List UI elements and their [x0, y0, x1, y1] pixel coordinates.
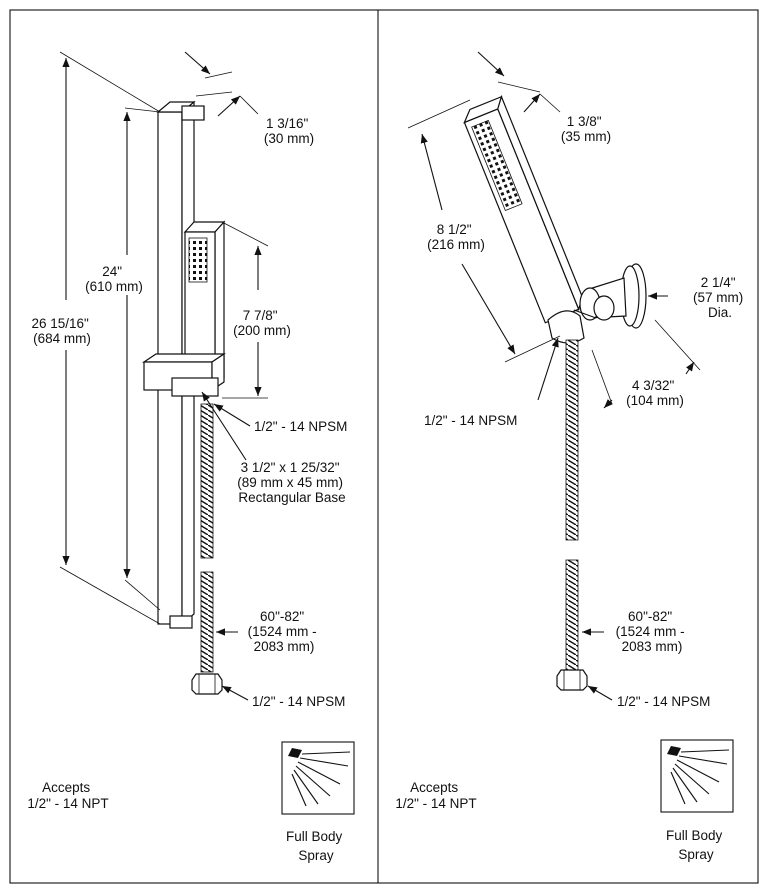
right-dimensions — [407, 51, 701, 701]
left-dim-handshower-length: 7 7/8" (200 mm) — [233, 308, 291, 338]
left-spray-label: Full Body Spray — [286, 829, 346, 863]
right-handshower — [463, 94, 583, 324]
right-hose-nut — [556, 669, 588, 691]
left-dim-total-length: 26 15/16" (684 mm) — [31, 316, 92, 346]
spray-face — [188, 237, 208, 283]
right-connection-top: 1/2" - 14 NPSM — [424, 413, 517, 428]
right-full-body-spray-icon — [660, 739, 734, 813]
left-dim-bar-length: 24" (610 mm) — [85, 264, 143, 294]
left-dim-width: 1 3/16" (30 mm) — [264, 116, 314, 146]
left-panel-slide-bar — [142, 100, 226, 695]
page-frame — [9, 9, 759, 884]
right-hose-length: 60"-82" (1524 mm - 2083 mm) — [616, 609, 689, 654]
right-accepts: Accepts 1/2" - 14 NPT — [395, 780, 476, 811]
left-full-body-spray-icon — [281, 741, 355, 815]
right-hose-upper — [565, 339, 579, 541]
left-dimensions — [59, 51, 269, 701]
right-spray-label: Full Body Spray — [666, 828, 726, 862]
right-dim-handshower-length: 8 1/2" (216 mm) — [427, 222, 485, 252]
right-connection-bottom: 1/2" - 14 NPSM — [617, 694, 710, 709]
left-connection-bottom: 1/2" - 14 NPSM — [252, 694, 345, 709]
left-base-dimensions: 3 1/2" x 1 25/32" (89 mm x 45 mm) Rectan… — [237, 460, 347, 505]
right-dim-width: 1 3/8" (35 mm) — [561, 114, 611, 144]
left-hose-nut — [191, 673, 223, 695]
left-connection-top: 1/2" - 14 NPSM — [254, 419, 347, 434]
right-holder — [547, 310, 585, 344]
right-dim-projection: 4 3/32" (104 mm) — [626, 378, 684, 408]
slide-holder — [142, 353, 226, 363]
right-panel-wall-mount — [463, 94, 647, 691]
right-dim-flange: 2 1/4" (57 mm) Dia. — [693, 275, 747, 320]
right-hose-lower — [565, 559, 579, 671]
left-hose-lower — [200, 571, 214, 673]
left-hose-upper — [200, 403, 214, 559]
wall-flange — [573, 263, 647, 329]
left-hose-length: 60"-82" (1524 mm - 2083 mm) — [248, 609, 321, 654]
left-accepts: Accepts 1/2" - 14 NPT — [27, 780, 108, 811]
